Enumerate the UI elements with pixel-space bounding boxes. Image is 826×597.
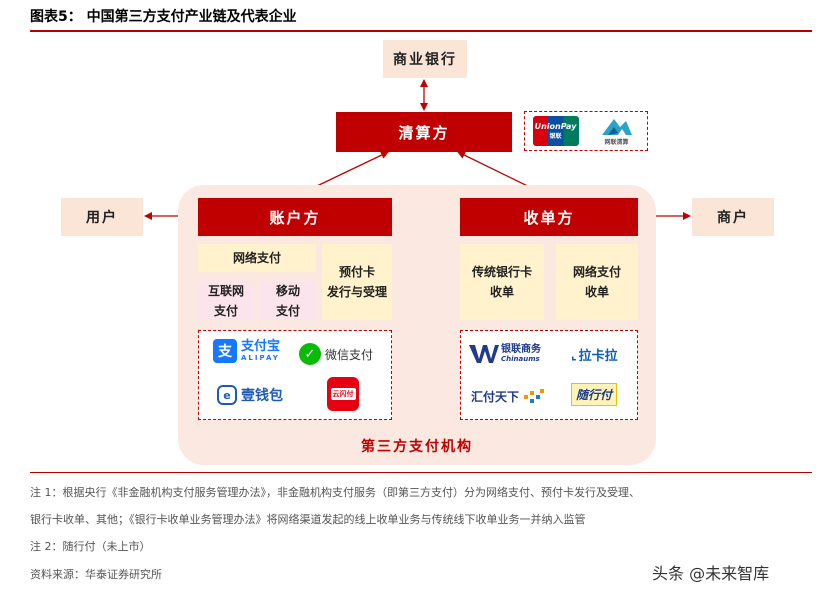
node-traditional-bank-acquiring: 传统银行卡 收单 bbox=[460, 244, 544, 320]
notes-divider bbox=[30, 472, 812, 473]
yiqianbao-icon: e bbox=[217, 385, 237, 405]
chinaums-logo: 银联商务 Chinaums bbox=[469, 343, 541, 363]
netsunion-mark-icon bbox=[601, 118, 632, 135]
node-clearing: 清算方 bbox=[336, 112, 512, 152]
wechat-check-icon: ✓ bbox=[299, 343, 321, 365]
node-internet-payment: 互联网 支付 bbox=[198, 282, 254, 320]
node-mobile-payment: 移动 支付 bbox=[260, 282, 316, 320]
clearing-logo-group: UnionPay 银联 网联清算 bbox=[524, 111, 648, 151]
figure-title: 图表5： 中国第三方支付产业链及代表企业 bbox=[30, 9, 297, 25]
lakala-logo: ⌞ 拉卡拉 bbox=[571, 347, 618, 365]
source-note: 资料来源：华泰证券研究所 bbox=[30, 568, 162, 581]
alipay-logo: 支 支付宝 ALIPAY bbox=[213, 339, 280, 363]
alipay-icon: 支 bbox=[213, 339, 237, 363]
note-2: 注 2：随行付（未上市） bbox=[30, 540, 151, 553]
title-divider bbox=[30, 30, 812, 32]
lakala-mark-icon: ⌞ bbox=[571, 347, 577, 362]
huifu-dots-icon bbox=[524, 389, 545, 403]
node-network-payment: 网络支付 bbox=[198, 244, 316, 272]
third-party-label: 第三方支付机构 bbox=[361, 439, 473, 455]
node-prepaid-card: 预付卡 发行与受理 bbox=[322, 244, 392, 320]
huifutianxia-logo: 汇付天下 bbox=[471, 387, 546, 405]
node-merchant: 商户 bbox=[692, 198, 774, 236]
watermark: 头条 @未来智库 bbox=[652, 564, 770, 583]
suixingfu-logo: 随行付 bbox=[571, 383, 618, 406]
node-acquiring-party: 收单方 bbox=[460, 198, 638, 236]
netsunion-logo: 网联清算 bbox=[594, 115, 640, 147]
unionpay-logo: UnionPay 银联 bbox=[532, 116, 579, 146]
yiqianbao-logo: e 壹钱包 bbox=[217, 385, 283, 405]
note-1-line-1: 注 1：根据央行《非金融机构支付服务管理办法》，非金融机构支付服务（即第三方支付… bbox=[30, 486, 640, 499]
note-1-line-2: 银行卡收单、其他；《银行卡收单业务管理办法》将网络渠道发起的线上收单业务与传统线… bbox=[30, 513, 586, 526]
node-account-party: 账户方 bbox=[198, 198, 392, 236]
yunshanfu-logo: 云闪付 bbox=[327, 377, 359, 411]
node-commercial-bank: 商业银行 bbox=[383, 40, 467, 78]
node-network-payment-acquiring: 网络支付 收单 bbox=[556, 244, 638, 320]
account-logo-group: 支 支付宝 ALIPAY ✓ 微信支付 e 壹钱包 云闪付 bbox=[198, 330, 392, 420]
chinaums-mark-icon bbox=[469, 345, 499, 363]
node-user: 用户 bbox=[61, 198, 143, 236]
wechat-pay-logo: ✓ 微信支付 bbox=[299, 343, 373, 365]
acquiring-logo-group: 银联商务 Chinaums ⌞ 拉卡拉 汇付天下 随行付 bbox=[460, 330, 638, 420]
